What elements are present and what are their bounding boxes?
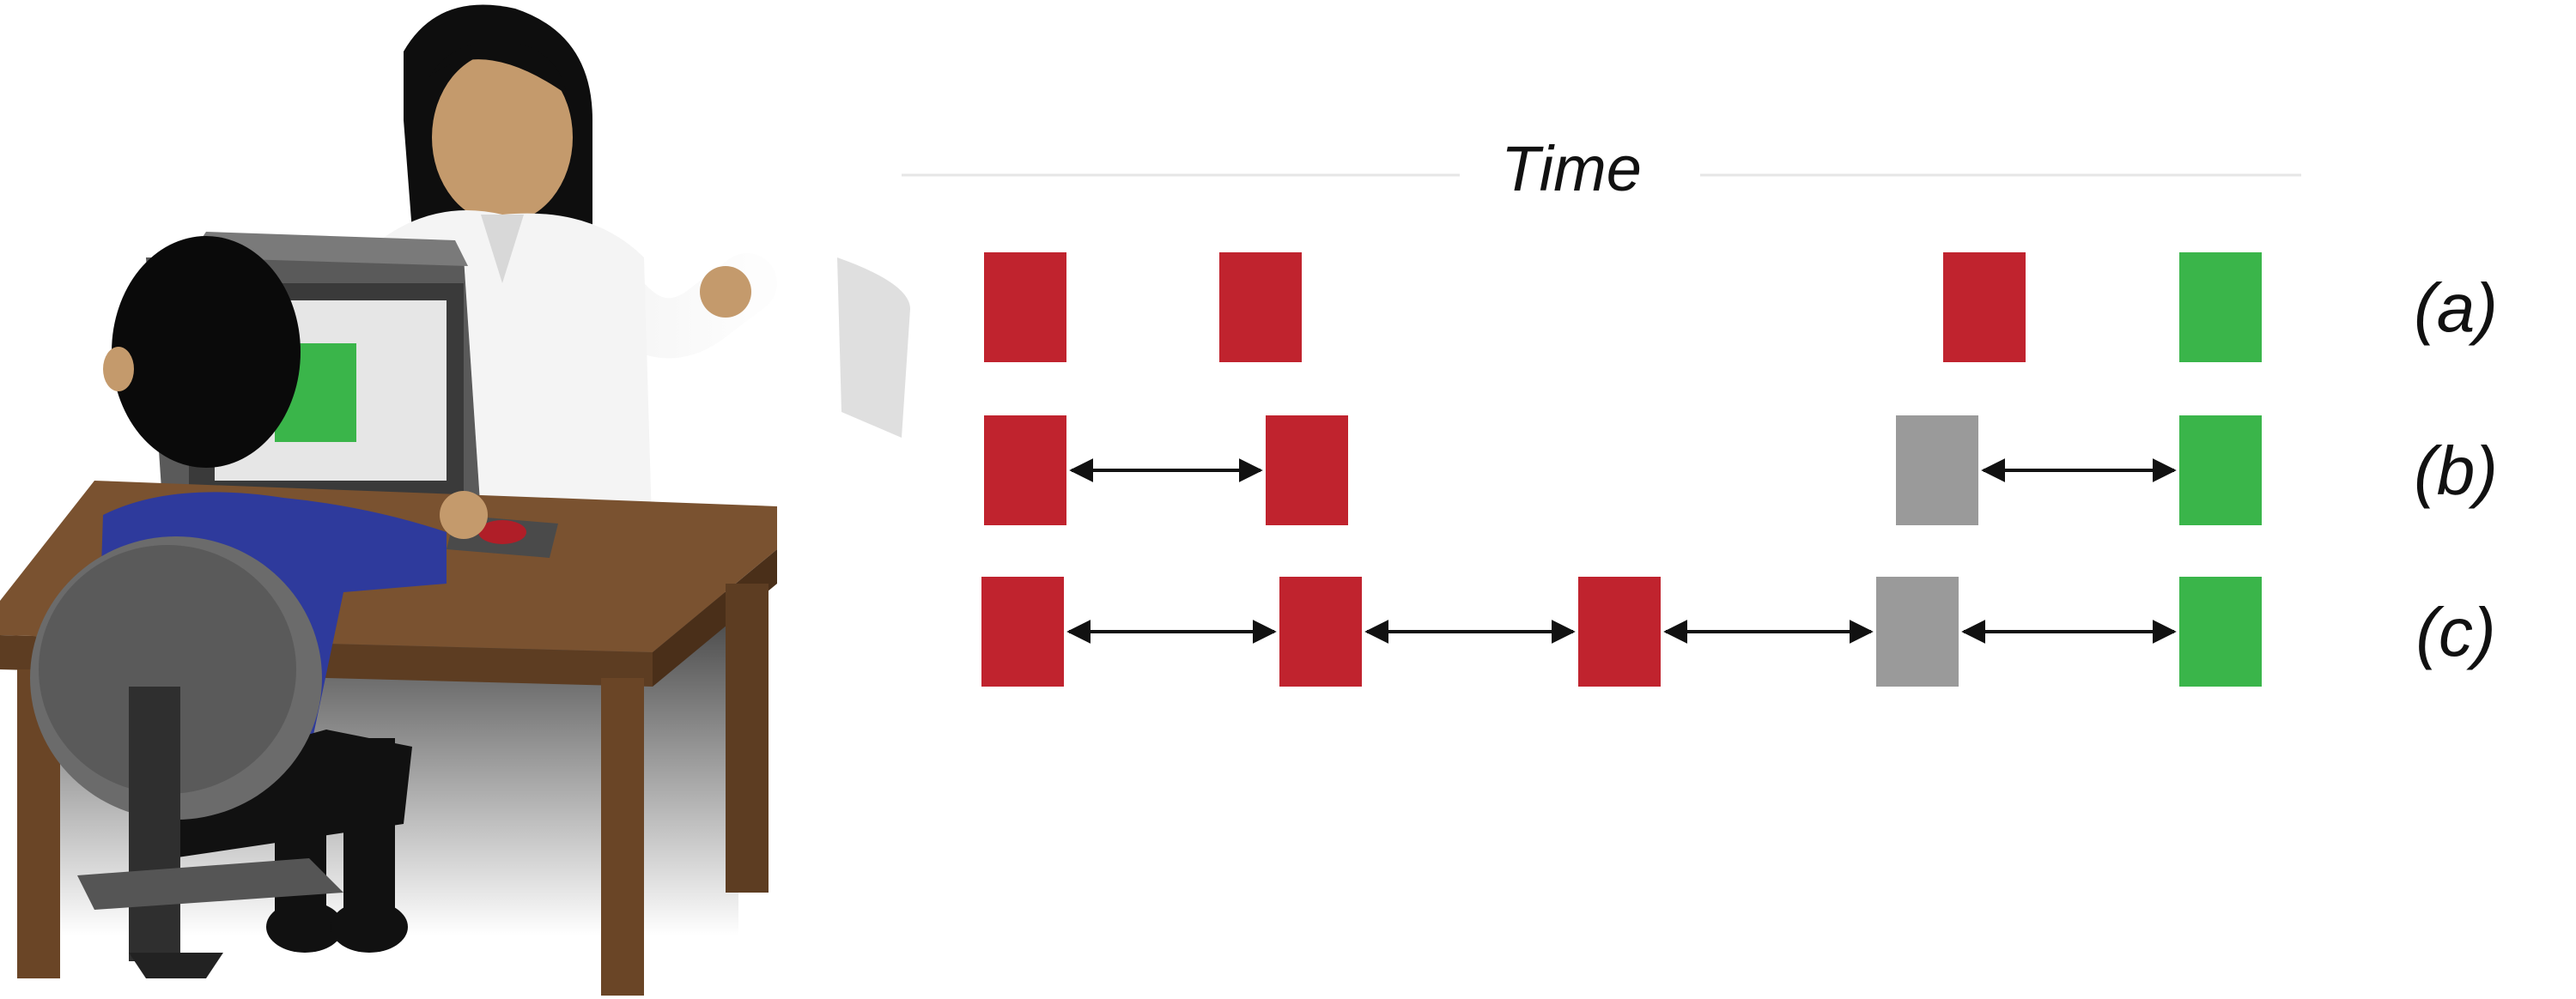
timeline-row: (c)	[981, 577, 2496, 687]
gray-stimulus-square	[1896, 415, 1978, 525]
timeline-row: (b)	[984, 415, 2498, 525]
time-label: Time	[1501, 133, 1642, 204]
stimulus-timeline-rows: (a) (b) (c)	[981, 252, 2498, 687]
red-stimulus-square	[1943, 252, 2026, 362]
red-stimulus-square	[1279, 577, 1362, 687]
green-stimulus-square	[2179, 577, 2262, 687]
red-stimulus-square	[1266, 415, 1348, 525]
gray-stimulus-square	[1876, 577, 1959, 687]
red-stimulus-square	[1578, 577, 1661, 687]
row-label: (b)	[2414, 433, 2498, 509]
row-label: (c)	[2415, 594, 2495, 670]
red-stimulus-square	[1219, 252, 1302, 362]
green-stimulus-square	[2179, 415, 2262, 525]
red-stimulus-square	[984, 415, 1066, 525]
red-stimulus-square	[981, 577, 1064, 687]
timeline-row: (a)	[984, 252, 2498, 362]
row-label: (a)	[2414, 269, 2498, 346]
red-stimulus-square	[984, 252, 1066, 362]
green-stimulus-square	[2179, 252, 2262, 362]
experimenter-participant-computer-icon	[0, 5, 910, 996]
